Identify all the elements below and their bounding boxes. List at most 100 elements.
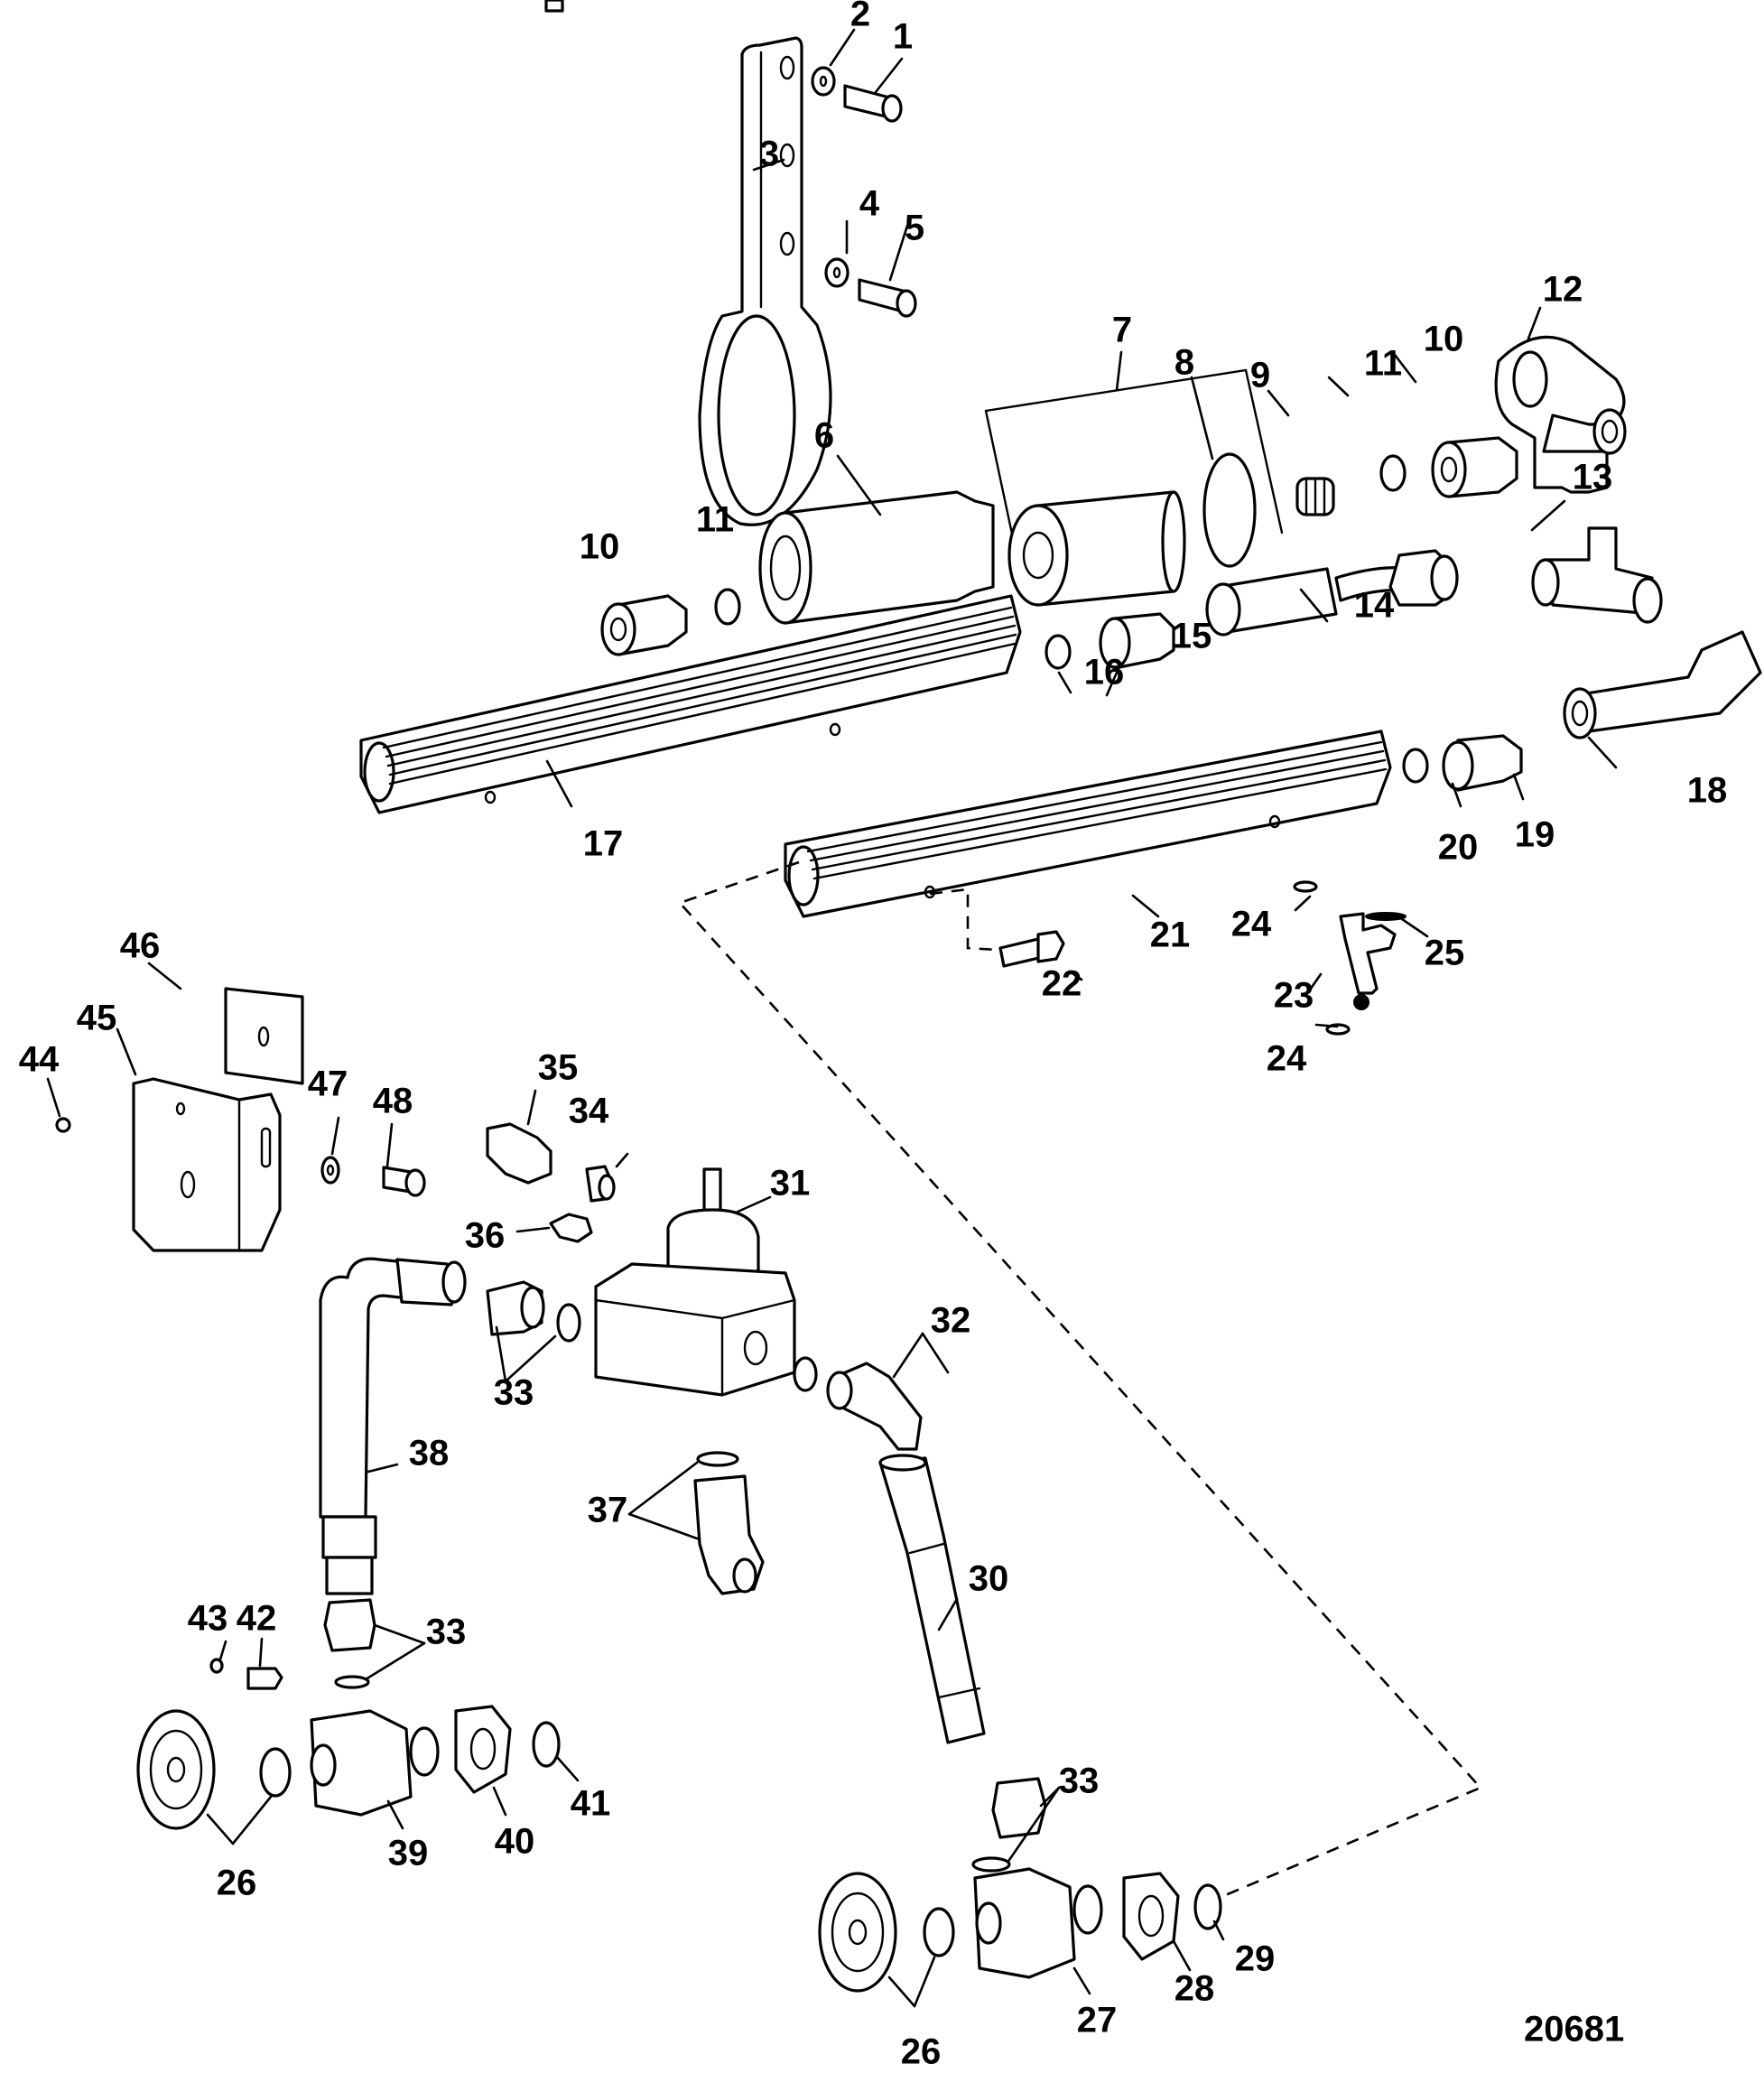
part-fitting-33-upper: [486, 1280, 545, 1336]
part-hose-14: [1205, 549, 1459, 637]
part-tee-13: [1531, 526, 1663, 624]
callout-44: 44: [19, 1040, 60, 1080]
callout-22: 22: [1042, 964, 1082, 1004]
part-sensor-35: [486, 0, 564, 1185]
callout-19: 19: [1515, 815, 1555, 855]
callout-5: 5: [905, 209, 924, 248]
leader-lines: [46, 28, 1618, 2008]
callout-9: 9: [1250, 356, 1270, 395]
part-washer-47: [320, 1156, 340, 1185]
callout-labels: 1 2 3 4 5 6 7 8 9 10 10 11 11 12 13 14 1…: [19, 0, 1728, 2072]
part-plug-43: [209, 1658, 224, 1674]
part-cap-26-left: [136, 1709, 216, 1830]
part-screw-5: [858, 278, 917, 318]
part-filter-housing-6: [758, 490, 995, 625]
callout-25: 25: [1425, 934, 1465, 973]
callout-14: 14: [1354, 586, 1395, 626]
dashed-assembly-path: [677, 860, 1483, 1898]
callout-10-left: 10: [580, 527, 620, 567]
callout-31: 31: [770, 1164, 811, 1204]
callout-37: 37: [588, 1491, 628, 1530]
part-spring-9: [1295, 477, 1335, 516]
callout-33-left: 33: [426, 1613, 467, 1652]
part-fitting-10-top: [1431, 436, 1518, 498]
part-hose-38: [319, 1257, 467, 1595]
part-filter-element: [1007, 490, 1186, 607]
callout-24-bottom: 24: [1267, 1039, 1307, 1079]
figure-id: 20681: [1524, 2010, 1624, 2050]
part-oring-26-right: [923, 1907, 955, 1957]
callout-39: 39: [388, 1834, 429, 1873]
callout-28: 28: [1174, 1969, 1215, 2009]
part-fitting-33-right: [991, 1777, 1047, 1839]
part-fitting-34: [585, 1165, 616, 1203]
callout-27: 27: [1077, 2001, 1118, 2040]
callout-16: 16: [1084, 653, 1125, 693]
part-fitting-36: [549, 1213, 593, 1243]
callout-32: 32: [931, 1301, 971, 1341]
callout-8: 8: [1174, 343, 1194, 383]
callout-13: 13: [1573, 458, 1613, 497]
part-nut-28: [1122, 1872, 1180, 1961]
part-washer-16: [1044, 634, 1072, 670]
callout-38: 38: [409, 1434, 450, 1473]
part-oring-33-upper: [556, 1303, 581, 1343]
callout-3: 3: [759, 135, 779, 174]
part-hose-18: [1563, 630, 1762, 739]
callout-48: 48: [373, 1082, 413, 1121]
dashed-bolt-path: [929, 888, 998, 952]
part-oring-33-left: [334, 1675, 370, 1689]
part-washer-11-left: [714, 588, 741, 626]
part-oring-41: [532, 1721, 561, 1768]
part-elbow-32: [826, 1362, 923, 1451]
callout-36: 36: [465, 1216, 506, 1256]
part-injector-23: [1339, 912, 1397, 1010]
part-tee-elbow-12: [1494, 335, 1627, 494]
part-cap-26-right: [818, 1872, 897, 1993]
callout-24-top: 24: [1231, 905, 1272, 944]
callout-47: 47: [308, 1064, 348, 1104]
part-fitting-19: [1442, 734, 1523, 792]
part-fuel-rail-17: [359, 594, 1022, 814]
part-fitting-10-left: [600, 594, 688, 656]
callout-21: 21: [1150, 916, 1191, 955]
callout-1: 1: [893, 17, 913, 57]
callout-43: 43: [188, 1599, 228, 1639]
part-tee-27: [973, 1867, 1103, 1979]
part-nut-40: [454, 1705, 512, 1794]
part-fitting-33-left: [323, 1598, 376, 1652]
callout-46: 46: [120, 926, 161, 966]
callout-33-right: 33: [1059, 1762, 1100, 1801]
part-fitting-15: [1099, 612, 1175, 670]
part-screw-48: [382, 1166, 426, 1197]
callout-17: 17: [583, 824, 624, 864]
part-clip-25: [1365, 912, 1407, 921]
callout-23: 23: [1274, 976, 1314, 1016]
callout-35: 35: [538, 1048, 579, 1088]
part-group-bracket-7: [984, 368, 1284, 553]
callout-33-upper: 33: [494, 1373, 534, 1413]
part-hose-30: [878, 1454, 986, 1744]
part-oring-33-right: [971, 1856, 1011, 1873]
callout-12: 12: [1543, 270, 1583, 310]
part-tee-39: [310, 1709, 440, 1817]
callout-34: 34: [569, 1092, 609, 1131]
callout-11-left: 11: [696, 500, 734, 540]
callout-15: 15: [1172, 617, 1212, 656]
callout-26-right: 26: [901, 2032, 942, 2072]
part-elbow-37: [693, 1474, 765, 1595]
callout-40: 40: [495, 1822, 535, 1862]
part-regulator-31: [594, 1167, 796, 1397]
part-washer-11-top: [1379, 454, 1407, 492]
callout-7: 7: [1112, 311, 1132, 350]
callout-20: 20: [1438, 828, 1479, 868]
callout-45: 45: [77, 999, 117, 1038]
part-oring-8: [1202, 452, 1257, 568]
part-oring-32: [793, 1356, 818, 1392]
part-washer-4: [824, 257, 850, 288]
part-washer-20: [1402, 748, 1429, 784]
part-oring-26-left: [259, 1747, 292, 1798]
part-screw-1: [843, 84, 903, 123]
callout-18: 18: [1687, 771, 1728, 811]
